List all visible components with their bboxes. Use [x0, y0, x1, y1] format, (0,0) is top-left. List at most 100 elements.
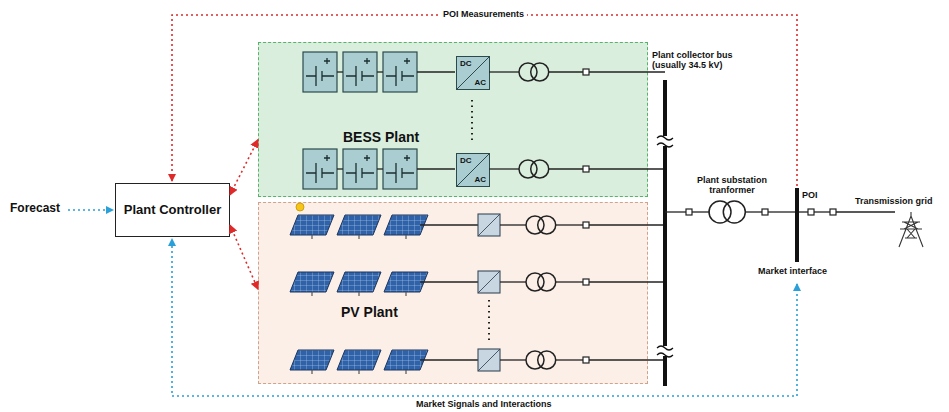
- wire: [358, 235, 359, 239]
- wire: [311, 292, 312, 296]
- inverter-box-text: DC: [460, 59, 472, 68]
- transformer-symbol: [519, 63, 537, 81]
- transformer-label: Plant substation tranformer: [690, 175, 774, 196]
- transformer-symbol: [538, 216, 556, 234]
- inverter-box-text: AC: [474, 175, 486, 184]
- collector-bus: [663, 80, 667, 386]
- wire: [311, 370, 312, 374]
- inverter-box-text: AC: [474, 78, 486, 87]
- wire: [420, 224, 478, 225]
- pv-panel: [384, 215, 428, 235]
- signal-label: Market Signals and Interactions: [413, 399, 555, 409]
- wire: [420, 359, 478, 360]
- wire: [420, 281, 478, 282]
- transmission-tower: [899, 212, 923, 247]
- bus-label: Plant collector bus (usually 34.5 kV): [652, 50, 752, 71]
- battery-cell: [383, 149, 417, 189]
- pv-inverter: [478, 214, 500, 236]
- transformer-symbol: [526, 216, 544, 234]
- wire: [556, 281, 583, 282]
- wire: [556, 224, 583, 225]
- battery-cell: [343, 149, 377, 189]
- controller-box-text: Plant Controller: [124, 203, 222, 218]
- interface-label: Market interface: [758, 266, 827, 276]
- battery-symbol: [306, 155, 334, 183]
- pv-panel: [337, 272, 381, 292]
- forecast-arrow: [68, 209, 113, 211]
- breaker-symbol: [808, 209, 814, 215]
- wire: [358, 370, 359, 374]
- battery-cell: [303, 149, 337, 189]
- pv-panel: [290, 215, 334, 235]
- sun-icon: [296, 203, 304, 211]
- generated-symbols: [290, 52, 923, 386]
- transformer-symbol: [531, 63, 549, 81]
- wire: [745, 211, 762, 212]
- wire: [417, 168, 455, 169]
- transformer-symbol: [519, 160, 537, 178]
- wire: [799, 211, 808, 212]
- wire: [665, 211, 686, 212]
- inverter-diagonal-line: [457, 154, 489, 186]
- breaker-symbol: [583, 69, 589, 75]
- grid-label: Transmission grid: [855, 196, 933, 206]
- wire: [405, 235, 406, 239]
- battery-cell: [383, 52, 417, 92]
- wire: [337, 71, 343, 72]
- breaker-symbol: [583, 357, 589, 363]
- control-link: [230, 225, 258, 289]
- wire: [589, 224, 665, 225]
- breaker-symbol: [686, 209, 692, 215]
- battery-symbol: [386, 58, 414, 86]
- transformer-symbol: [538, 273, 556, 291]
- controller-box: Plant Controller: [115, 183, 230, 237]
- battery-symbol: [386, 155, 414, 183]
- wire: [692, 211, 710, 212]
- battery-symbol: [306, 58, 334, 86]
- wire: [500, 281, 526, 282]
- wire: [589, 71, 665, 72]
- transformer-symbol: [538, 351, 556, 369]
- pv-panel: [337, 350, 381, 370]
- transformer-symbol: [723, 201, 745, 223]
- wire: [478, 214, 500, 236]
- wire: [549, 71, 583, 72]
- wire: [489, 168, 519, 169]
- bess-region: BESS PlantDCACDCAC: [258, 42, 648, 197]
- transformer-symbol: [526, 273, 544, 291]
- poi-label: POI: [802, 190, 818, 200]
- wire: [337, 168, 343, 169]
- breaker-symbol: [830, 209, 836, 215]
- battery-symbol: [346, 155, 374, 183]
- wire: [500, 359, 526, 360]
- wire: [549, 168, 583, 169]
- wire: [556, 359, 583, 360]
- wire: [405, 370, 406, 374]
- pv-region: PV Plant: [258, 202, 648, 384]
- wire: [589, 359, 665, 360]
- pv-panel: [384, 272, 428, 292]
- pv-inverter: [478, 271, 500, 293]
- breaker-symbol: [583, 222, 589, 228]
- inverter-box: DC AC: [456, 56, 490, 90]
- breaker-symbol: [762, 209, 768, 215]
- wire: [417, 71, 455, 72]
- pv-inverter: [478, 349, 500, 371]
- poi-measurement-line: [172, 15, 797, 186]
- transformer-symbol: [526, 351, 544, 369]
- transformer-symbol: [531, 160, 549, 178]
- battery-symbol: [346, 58, 374, 86]
- inverter-box-text: DC: [460, 156, 472, 165]
- wire: [589, 281, 665, 282]
- pv-region-text: PV Plant: [341, 304, 398, 320]
- break-mark: [657, 136, 673, 357]
- wire: [589, 168, 665, 169]
- battery-cell: [343, 52, 377, 92]
- battery-cell: [303, 52, 337, 92]
- wire: [489, 71, 519, 72]
- wire: [836, 211, 895, 212]
- input-label: Forecast: [10, 202, 60, 216]
- wire: [814, 211, 830, 212]
- bess-region-text: BESS Plant: [343, 129, 419, 145]
